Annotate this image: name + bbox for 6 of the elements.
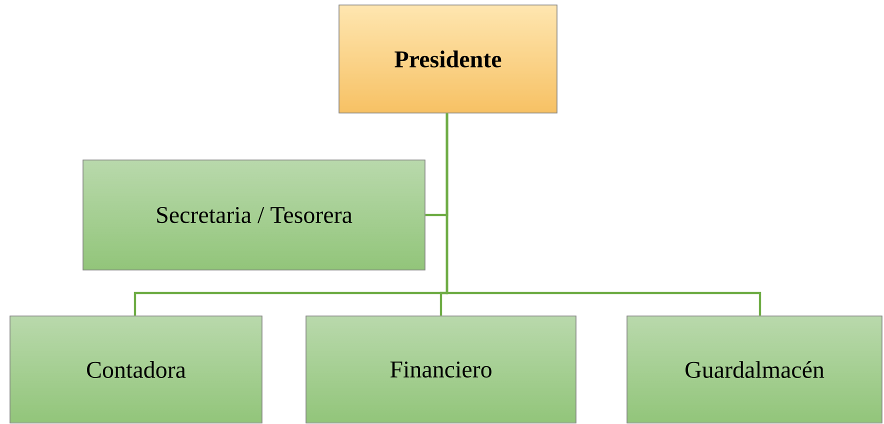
- role-box: Financiero: [306, 316, 576, 424]
- role-box: Guardalmacén: [626, 316, 882, 424]
- role-box: Secretaria / Tesorera: [82, 160, 426, 270]
- connector-line: [446, 113, 762, 316]
- title-box: Presidente: [338, 4, 558, 114]
- role-box: Contadora: [10, 316, 262, 424]
